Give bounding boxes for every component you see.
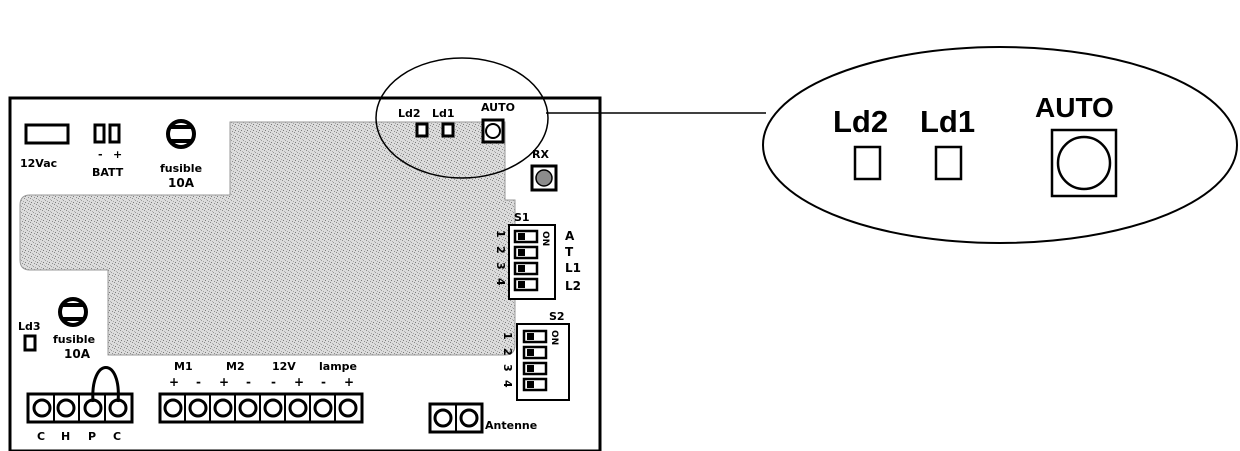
- output-lampe-plus: +: [344, 375, 354, 389]
- s1-func-a: A: [565, 229, 575, 243]
- zoom-auto-label: AUTO: [1035, 92, 1114, 123]
- transformer-12vac: [24, 123, 70, 145]
- s1-num-4: 4: [494, 278, 507, 286]
- output-m2-label: M2: [226, 360, 245, 373]
- s1-func-l1: L1: [565, 261, 581, 275]
- output-lampe-label: lampe: [319, 360, 357, 373]
- s2-num-3: 3: [501, 364, 514, 372]
- output-m1-label: M1: [174, 360, 193, 373]
- s2-num-4: 4: [501, 380, 514, 388]
- terminal-c1-label: C: [37, 430, 45, 443]
- fuse-top-icon: [166, 119, 196, 149]
- output-m2-plus: +: [219, 375, 229, 389]
- ld1-led: [441, 122, 455, 138]
- output-terminal-block: [158, 392, 364, 424]
- auto-label: AUTO: [481, 101, 515, 114]
- left-terminal-block: [26, 392, 134, 424]
- shaded-module-area: [19, 121, 516, 356]
- fuse-top-value: 10A: [168, 176, 195, 190]
- transformer-label: 12Vac: [20, 157, 57, 170]
- output-lampe-minus: -: [321, 375, 326, 389]
- s2-on-label: ON: [549, 330, 559, 345]
- output-12v-label: 12V: [272, 360, 296, 373]
- s2-dip-levers: [522, 329, 548, 392]
- s2-num-1: 1: [501, 332, 514, 340]
- s1-dip-levers: [513, 229, 539, 292]
- output-m1-minus: -: [196, 375, 201, 389]
- s1-title: S1: [514, 211, 530, 224]
- s2-num-2: 2: [501, 348, 514, 356]
- fuse-bottom-icon: [58, 297, 88, 327]
- s1-on-label: ON: [540, 231, 550, 246]
- zoom-highlight-ellipse: [375, 57, 549, 179]
- rx-label: RX: [532, 148, 549, 161]
- zoom-ld2-led: [853, 145, 882, 181]
- ld2-label: Ld2: [398, 107, 421, 120]
- zoom-callout-ellipse: [762, 46, 1238, 244]
- batt-label: BATT: [92, 166, 124, 179]
- zoom-auto-button-knob: [1056, 135, 1112, 191]
- jumper-wire: [91, 366, 120, 403]
- zoom-ld1-led: [934, 145, 963, 181]
- output-m1-plus: +: [169, 375, 179, 389]
- s1-num-3: 3: [494, 262, 507, 270]
- terminal-c2-label: C: [113, 430, 121, 443]
- batt-plus-sign: +: [113, 148, 122, 161]
- fuse-bottom-label: fusible: [53, 333, 95, 346]
- s1-func-l2: L2: [565, 279, 581, 293]
- fuse-top-label: fusible: [160, 162, 202, 175]
- rx-button-knob: [535, 169, 553, 187]
- fuse-bottom-value: 10A: [64, 347, 91, 361]
- s1-num-1: 1: [494, 230, 507, 238]
- terminal-h-label: H: [61, 430, 70, 443]
- s1-func-t: T: [565, 245, 574, 259]
- output-12v-plus: +: [294, 375, 304, 389]
- antenna-label: Antenne: [485, 419, 537, 432]
- ld3-label: Ld3: [18, 320, 41, 333]
- battery-terminal-minus: [93, 123, 106, 144]
- antenna-terminal-block: [428, 402, 484, 434]
- zoom-ld2-label: Ld2: [833, 104, 888, 139]
- terminal-p-label: P: [88, 430, 96, 443]
- auto-button-knob: [485, 123, 501, 139]
- ld2-led: [415, 122, 429, 138]
- output-m2-minus: -: [246, 375, 251, 389]
- battery-terminal-plus: [108, 123, 121, 144]
- s2-title: S2: [549, 310, 565, 323]
- ld3-led: [23, 334, 37, 352]
- output-12v-minus: -: [271, 375, 276, 389]
- ld1-label: Ld1: [432, 107, 455, 120]
- batt-minus-sign: -: [98, 148, 103, 161]
- s1-num-2: 2: [494, 246, 507, 254]
- zoom-ld1-label: Ld1: [920, 104, 975, 139]
